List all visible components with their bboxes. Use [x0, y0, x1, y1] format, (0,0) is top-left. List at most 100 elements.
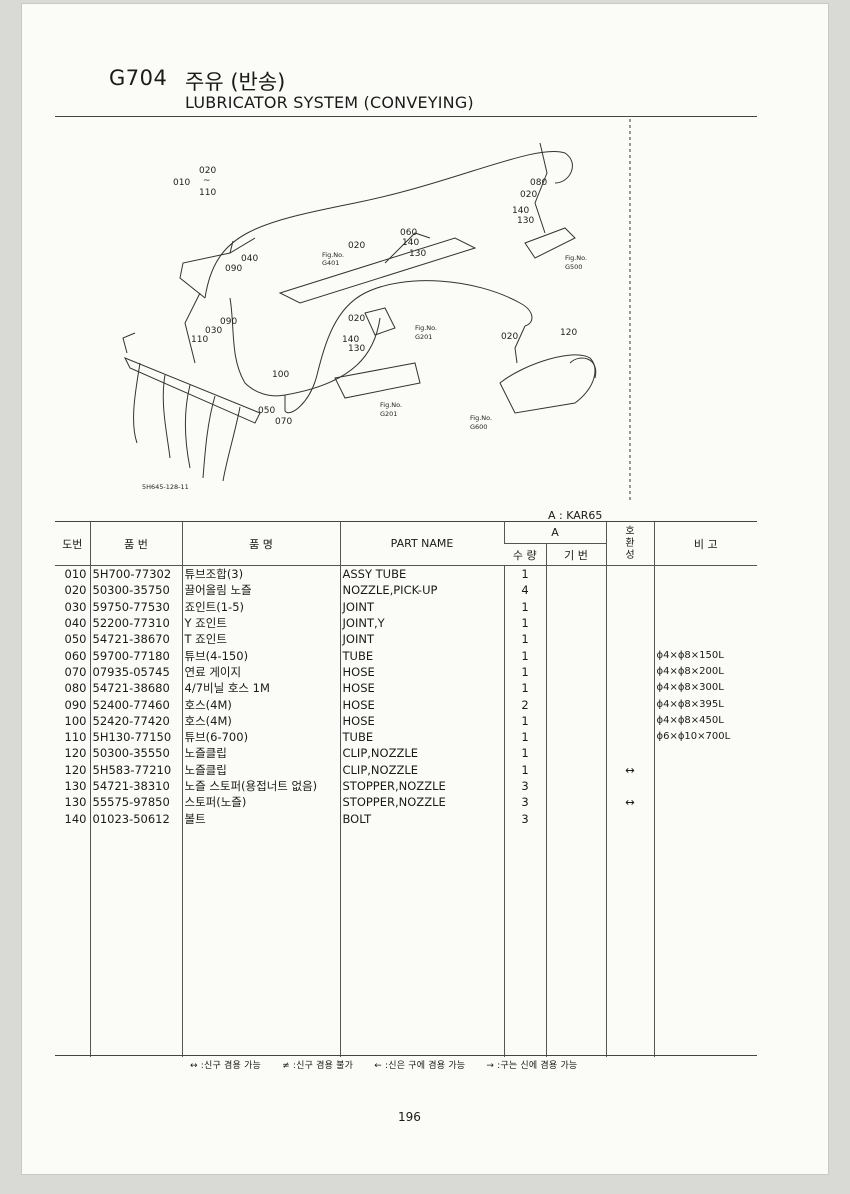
bracket-g401: [278, 237, 477, 304]
cell-part-name: CLIP,NOZZLE: [339, 761, 504, 778]
cell-part-name: JOINT: [339, 598, 504, 615]
cell-interchange: [605, 565, 654, 583]
cell-quantity: 2: [503, 696, 546, 713]
cell-ref: 050: [64, 632, 87, 647]
cell-name-korean: Y 죠인트: [181, 614, 340, 632]
cell-serial: [545, 631, 606, 648]
cell-serial: [545, 745, 606, 762]
cell-remarks: [653, 745, 757, 762]
cell-part-number: 54721-38680: [89, 680, 182, 697]
callout: 110: [199, 188, 216, 198]
cell-remarks: [653, 777, 757, 795]
section-title-english: LUBRICATOR SYSTEM (CONVEYING): [185, 93, 474, 112]
cell-name-korean: 노즐클립: [181, 745, 340, 762]
cell-part-name: HOSE: [339, 696, 504, 713]
cell-serial: [545, 565, 606, 583]
callout: 140: [402, 238, 419, 248]
cell-interchange: [605, 631, 654, 648]
callout: 020: [199, 166, 216, 176]
callout: ~: [203, 176, 211, 186]
callout: 130: [348, 344, 365, 354]
cell-name-korean: 스토퍼(노즐): [181, 794, 340, 811]
table-row: 020 50300-35750 끌어올림 노즐 NOZZLE,PICK-UP 4: [55, 582, 757, 599]
cell-quantity: 1: [503, 647, 546, 664]
cell-part-name: HOSE: [339, 712, 504, 729]
cell-remarks: [653, 761, 757, 778]
tube-line: [229, 240, 234, 254]
cell-serial: [545, 761, 606, 778]
cell-name-korean: 튜브조합(3): [181, 565, 340, 583]
cell-part-name: ASSY TUBE: [339, 565, 504, 583]
cell-quantity: 1: [503, 565, 546, 583]
cell-interchange: [605, 582, 654, 599]
cell-part-name: JOINT,Y: [339, 614, 504, 632]
tube-line: [204, 151, 573, 299]
callout: 120: [560, 328, 577, 338]
cell-remarks: [653, 810, 757, 827]
bracket-g401: [384, 232, 431, 264]
cell-name-korean: 호스(4M): [181, 712, 340, 729]
cell-remarks: ϕ6×ϕ10×700L: [653, 728, 757, 746]
callout: 140: [342, 335, 359, 345]
cell-ref: 030: [64, 599, 87, 614]
callout: 090: [220, 317, 237, 327]
cell-part-name: STOPPER,NOZZLE: [339, 794, 504, 811]
manifold-bracket: [122, 332, 136, 354]
table-row: 130 55575-97850 스토퍼(노즐) STOPPER,NOZZLE 3…: [55, 794, 757, 811]
cell-remarks: ϕ4×ϕ8×450L: [653, 712, 757, 729]
callout: 010: [173, 178, 190, 188]
cell-interchange: [605, 810, 654, 827]
cell-part-number: 59750-77530: [89, 598, 182, 615]
callout: 090: [225, 264, 242, 274]
cell-ref: 070: [64, 664, 87, 679]
cell-part-name: JOINT: [339, 631, 504, 648]
cell-interchange: [605, 745, 654, 762]
cell-part-number: 52200-77310: [89, 614, 182, 632]
fig-ref-label: Fig.No.: [470, 414, 492, 422]
cell-part-number: 01023-50612: [89, 810, 182, 827]
bracket-g600: [499, 354, 596, 414]
cell-part-number: 07935-05745: [89, 663, 182, 681]
cell-serial: [545, 712, 606, 729]
cell-remarks: [653, 598, 757, 615]
table-row: 110 5H130-77150 튜브(6-700) TUBE 1 ϕ6×ϕ10×…: [55, 728, 757, 746]
cell-interchange: [605, 663, 654, 681]
cell-ref: 010: [64, 567, 87, 582]
cell-serial: [545, 810, 606, 827]
header-group-a: A: [503, 521, 606, 544]
cell-part-number: 54721-38670: [89, 631, 182, 648]
cell-serial: [545, 582, 606, 599]
cell-ref: 100: [64, 713, 87, 728]
cell-ref: 130: [64, 795, 87, 810]
table-row: 140 01023-50612 볼트 BOLT 3: [55, 810, 757, 827]
cell-quantity: 1: [503, 631, 546, 648]
cell-part-name: BOLT: [339, 810, 504, 827]
cell-name-korean: 튜브(4-150): [181, 647, 340, 664]
cell-quantity: 3: [503, 810, 546, 827]
cell-remarks: ϕ4×ϕ8×150L: [653, 647, 757, 664]
header-serial: 기 번: [545, 543, 606, 566]
legend-item: ≠ :신구 겸용 불가: [282, 1061, 354, 1071]
cell-name-korean: 4/7비닐 호스 1M: [181, 680, 340, 697]
legend-item: ← :신은 구에 겸용 가능: [374, 1061, 466, 1071]
fig-ref-label: Fig.No.: [415, 324, 437, 332]
cell-interchange: ↔: [605, 794, 654, 811]
callout: 140: [512, 206, 529, 216]
cell-ref: 120: [64, 746, 87, 761]
cell-part-name: TUBE: [339, 647, 504, 664]
cell-name-korean: 호스(4M): [181, 696, 340, 713]
header-part-number: 품 번: [89, 521, 182, 566]
legend-item: → :구는 신에 겸용 가능: [486, 1061, 578, 1071]
cell-name-korean: 죠인트(1-5): [181, 598, 340, 615]
cell-interchange: ↔: [605, 761, 654, 778]
cell-remarks: [653, 582, 757, 599]
callout: 020: [348, 241, 365, 251]
cell-serial: [545, 598, 606, 615]
cell-part-name: NOZZLE,PICK-UP: [339, 582, 504, 599]
callout: 020: [501, 332, 518, 342]
table-row: 130 54721-38310 노즐 스토퍼(용접너트 없음) STOPPER,…: [55, 777, 757, 795]
cell-name-korean: 노즐 스토퍼(용접너트 없음): [181, 777, 340, 795]
tube-line: [284, 317, 381, 396]
callout: 130: [517, 216, 534, 226]
section-title-korean: 주유 (반송): [185, 70, 286, 94]
